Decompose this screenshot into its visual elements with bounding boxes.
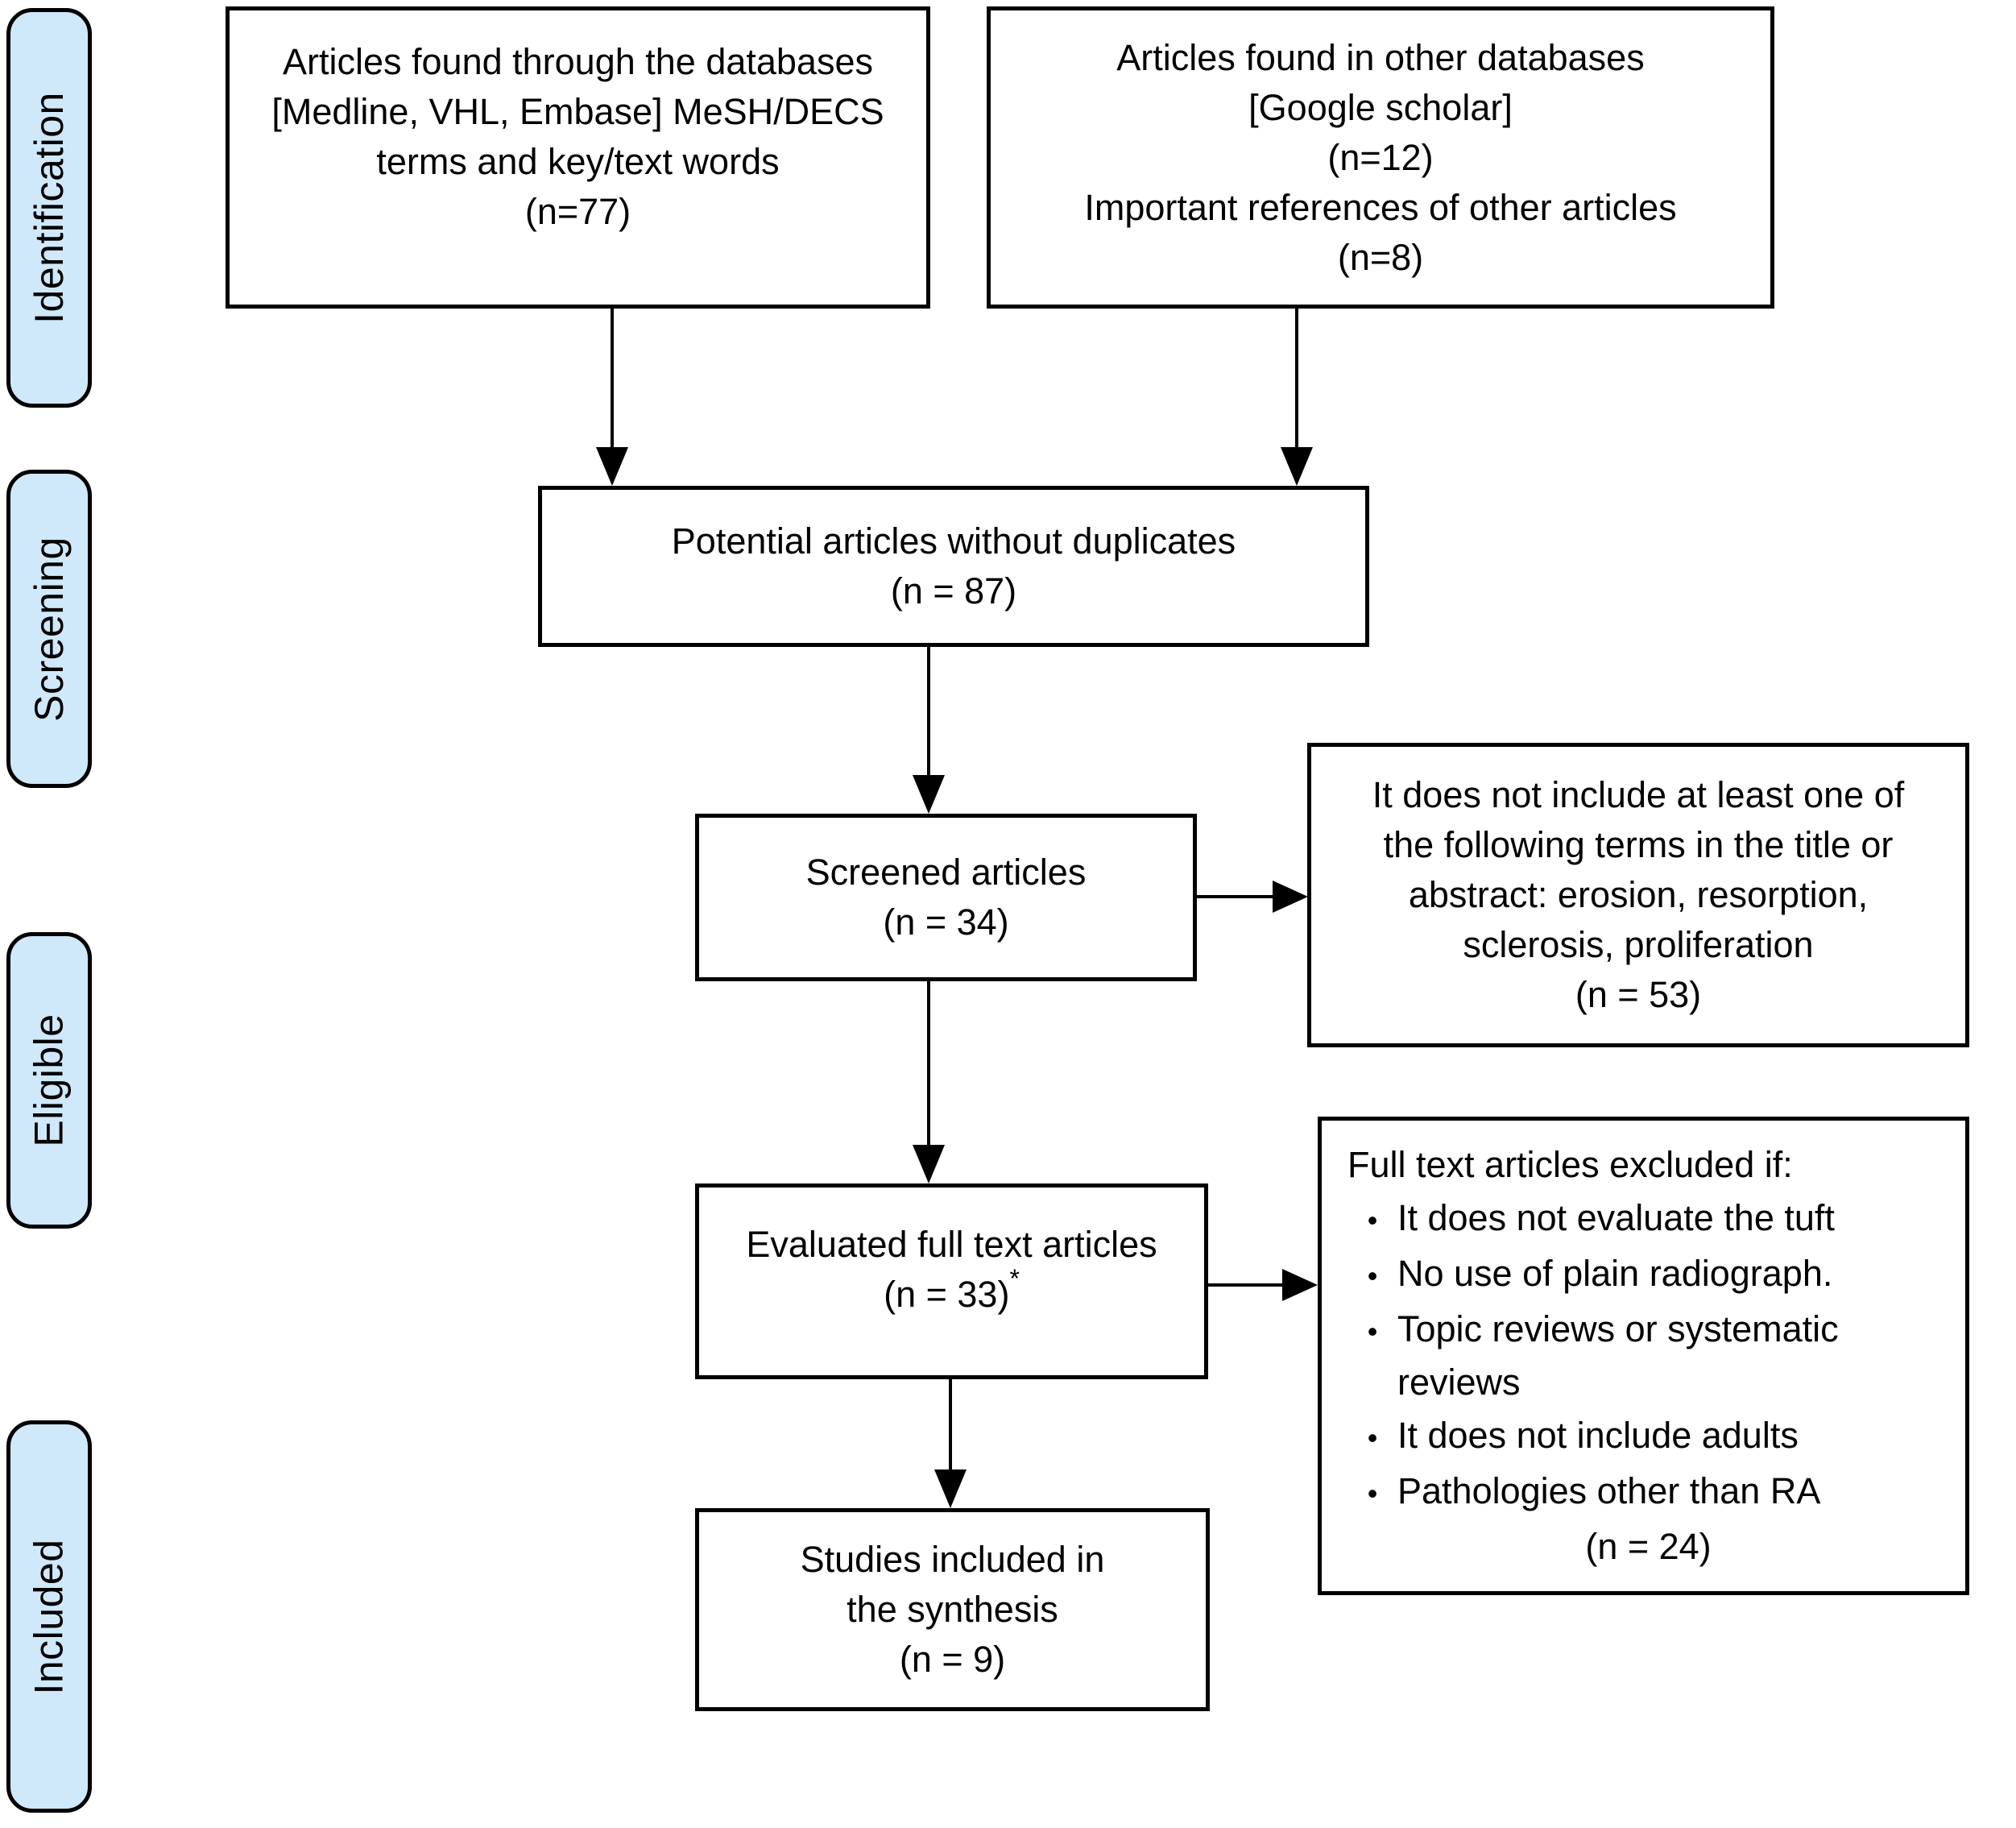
box-other-sources-count: (n=12): [1327, 136, 1434, 178]
box-fulltext-excluded-count: (n = 24): [1585, 1526, 1712, 1567]
fulltext-excluded-reason: • It does not evaluate the tuft: [1347, 1192, 1949, 1247]
arrow-screened-to-excluded-head: [1273, 881, 1308, 913]
arrow-fulltext-to-included-line: [949, 1378, 952, 1471]
box-deduplicated-count: (n = 87): [890, 570, 1017, 611]
box-included-synthesis-line: the synthesis: [847, 1589, 1058, 1630]
fulltext-asterisk: *: [1009, 1263, 1020, 1293]
bullet-icon: •: [1367, 1259, 1378, 1292]
arrow-fulltext-to-excluded-head: [1282, 1269, 1318, 1301]
bullet-icon: •: [1367, 1421, 1378, 1454]
box-fulltext-evaluated-count: (n = 33)*: [884, 1266, 1020, 1320]
arrow-screened-to-fulltext-line: [927, 980, 930, 1146]
arrow-othersources-to-dedup-head: [1281, 447, 1313, 486]
box-screened-articles: Screened articles (n = 34): [695, 814, 1197, 981]
stage-label-identification-text: Identification: [27, 92, 72, 324]
fulltext-excluded-reason-text: No use of plain radiograph.: [1397, 1253, 1833, 1294]
arrow-dbsearch-to-dedup-head: [596, 447, 628, 486]
stage-label-screening-text: Screening: [27, 536, 72, 722]
arrow-fulltext-to-included-head: [934, 1469, 967, 1508]
fulltext-excluded-reason-text: Pathologies other than RA: [1397, 1470, 1821, 1511]
fulltext-excluded-reason: • Topic reviews or systematic reviews: [1347, 1303, 1949, 1409]
box-other-sources: Articles found in other databases [Googl…: [987, 6, 1774, 309]
box-screening-excluded-line: sclerosis, proliferation: [1463, 924, 1814, 965]
fulltext-excluded-reason: • Pathologies other than RA: [1347, 1465, 1949, 1520]
bullet-icon: •: [1367, 1477, 1378, 1510]
box-database-search-count: (n=77): [524, 190, 631, 232]
box-database-search: Articles found through the databases [Me…: [226, 6, 930, 309]
arrow-screened-to-excluded-line: [1194, 895, 1274, 898]
arrow-othersources-to-dedup-line: [1295, 307, 1298, 449]
box-screening-excluded-count: (n = 53): [1575, 974, 1702, 1015]
box-other-sources-line: [Google scholar]: [1248, 86, 1513, 128]
box-screened-articles-line: Screened articles: [805, 852, 1087, 893]
stage-label-screening: Screening: [6, 470, 92, 788]
fulltext-excluded-reason: • It does not include adults: [1347, 1409, 1949, 1465]
box-screening-excluded: It does not include at least one of the …: [1307, 743, 1969, 1047]
arrow-fulltext-to-excluded-line: [1207, 1283, 1284, 1287]
box-database-search-line: Articles found through the databases: [283, 40, 873, 82]
box-deduplicated: Potential articles without duplicates (n…: [538, 486, 1369, 647]
box-other-sources-line: Important references of other articles: [1084, 186, 1677, 228]
stage-label-eligible-text: Eligible: [27, 1013, 72, 1147]
box-screening-excluded-line: the following terms in the title or: [1383, 824, 1894, 865]
stage-label-identification: Identification: [6, 8, 92, 408]
box-fulltext-evaluated: Evaluated full text articles (n = 33)*: [695, 1183, 1208, 1379]
box-screened-articles-count: (n = 34): [883, 902, 1009, 943]
arrow-dedup-to-screened-line: [927, 645, 930, 777]
box-included-synthesis: Studies included in the synthesis (n = 9…: [695, 1508, 1210, 1711]
bullet-icon: •: [1367, 1204, 1378, 1237]
fulltext-count-text: (n = 33): [884, 1273, 1010, 1315]
fulltext-excluded-reason-text: It does not include adults: [1397, 1415, 1799, 1456]
bullet-icon: •: [1367, 1315, 1378, 1348]
stage-label-included: Included: [6, 1420, 92, 1813]
box-fulltext-evaluated-line: Evaluated full text articles: [746, 1223, 1157, 1265]
box-other-sources-count: (n=8): [1337, 236, 1424, 278]
box-database-search-line: [Medline, VHL, Embase] MeSH/DECS: [271, 90, 884, 132]
box-database-search-line: terms and key/text words: [376, 140, 780, 182]
arrow-dedup-to-screened-head: [913, 775, 945, 814]
box-included-synthesis-line: Studies included in: [800, 1539, 1105, 1580]
stage-label-included-text: Included: [27, 1538, 72, 1695]
box-screening-excluded-line: abstract: erosion, resorption,: [1408, 874, 1869, 915]
box-other-sources-line: Articles found in other databases: [1116, 36, 1645, 78]
box-included-synthesis-count: (n = 9): [899, 1639, 1006, 1680]
box-fulltext-excluded: Full text articles excluded if: • It doe…: [1318, 1117, 1969, 1595]
fulltext-excluded-reason-text: Topic reviews or systematic reviews: [1397, 1308, 1839, 1403]
fulltext-excluded-reason: • No use of plain radiograph.: [1347, 1247, 1949, 1303]
box-screening-excluded-line: It does not include at least one of: [1372, 774, 1905, 815]
box-deduplicated-line: Potential articles without duplicates: [671, 520, 1236, 562]
stage-label-eligible: Eligible: [6, 932, 92, 1229]
arrow-dbsearch-to-dedup-line: [611, 307, 614, 449]
box-fulltext-excluded-title: Full text articles excluded if:: [1347, 1144, 1793, 1185]
arrow-screened-to-fulltext-head: [913, 1145, 945, 1183]
fulltext-excluded-reason-text: It does not evaluate the tuft: [1397, 1197, 1835, 1238]
